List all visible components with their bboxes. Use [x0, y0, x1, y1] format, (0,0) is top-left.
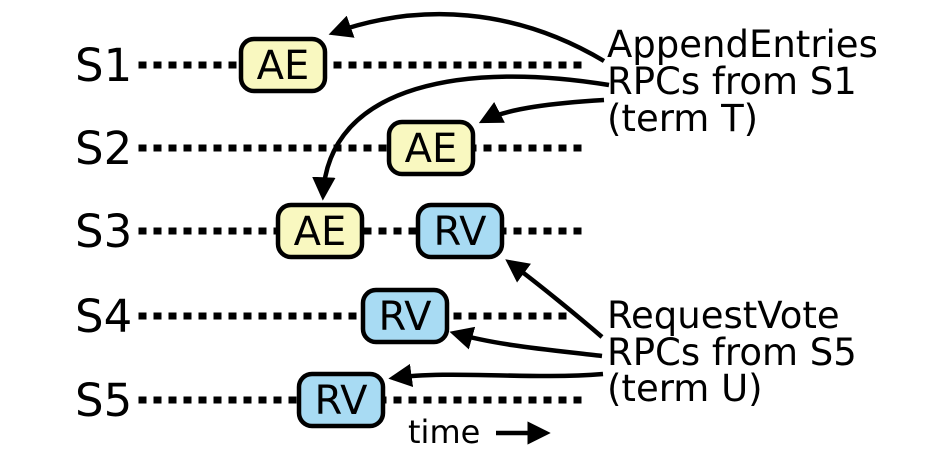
rv-box-label: RV — [315, 378, 369, 424]
rpc-box-ae-s2: AE — [386, 119, 476, 177]
annotation-line: AppendEntries — [607, 23, 878, 66]
rpc-box-ae-s3: AE — [275, 202, 365, 260]
rpc-box-rv-s4: RV — [360, 287, 450, 345]
rv-box-label: RV — [434, 209, 488, 255]
server-label-s3: S3 — [75, 205, 132, 258]
server-label-s5: S5 — [75, 374, 132, 427]
arrow-requestvote-to-s5 — [388, 363, 604, 388]
server-label-s2: S2 — [75, 122, 132, 175]
arrow-appendentries-to-s3 — [312, 74, 610, 201]
ae-box-label: AE — [405, 126, 458, 172]
time-axis: time — [408, 413, 551, 451]
arrow-appendentries-to-s1 — [328, 11, 606, 63]
annotation-line: RequestVote — [607, 294, 840, 337]
rpc-box-rv-s3: RV — [415, 202, 505, 260]
ae-box-label: AE — [294, 209, 347, 255]
annotation-request-vote: RequestVote RPCs from S5 (term U) — [607, 294, 857, 410]
rv-box-shape — [415, 202, 505, 260]
annotation-line: RPCs from S5 — [607, 331, 857, 374]
ae-box-label: AE — [257, 43, 310, 89]
ae-box-shape — [386, 119, 476, 177]
server-label-s4: S4 — [75, 290, 132, 343]
rpc-box-rv-s5: RV — [296, 371, 386, 429]
annotation-append-entries: AppendEntries RPCs from S1 (term T) — [607, 23, 878, 140]
annotation-line: (term U) — [607, 367, 763, 410]
ae-box-shape — [275, 202, 365, 260]
time-axis-label: time — [408, 413, 480, 451]
ae-box-shape — [238, 36, 328, 94]
annotation-line: RPCs from S1 — [607, 60, 857, 103]
annotation-line: (term T) — [607, 97, 758, 140]
server-label-s1: S1 — [75, 39, 132, 92]
arrow-requestvote-to-s3 — [505, 259, 604, 339]
rpc-box-ae-s1: AE — [238, 36, 328, 94]
rv-box-shape — [296, 371, 386, 429]
arrow-requestvote-to-s4 — [449, 326, 603, 359]
rv-box-label: RV — [379, 294, 433, 340]
arrow-appendentries-to-s2 — [478, 97, 605, 124]
rv-box-shape — [360, 287, 450, 345]
